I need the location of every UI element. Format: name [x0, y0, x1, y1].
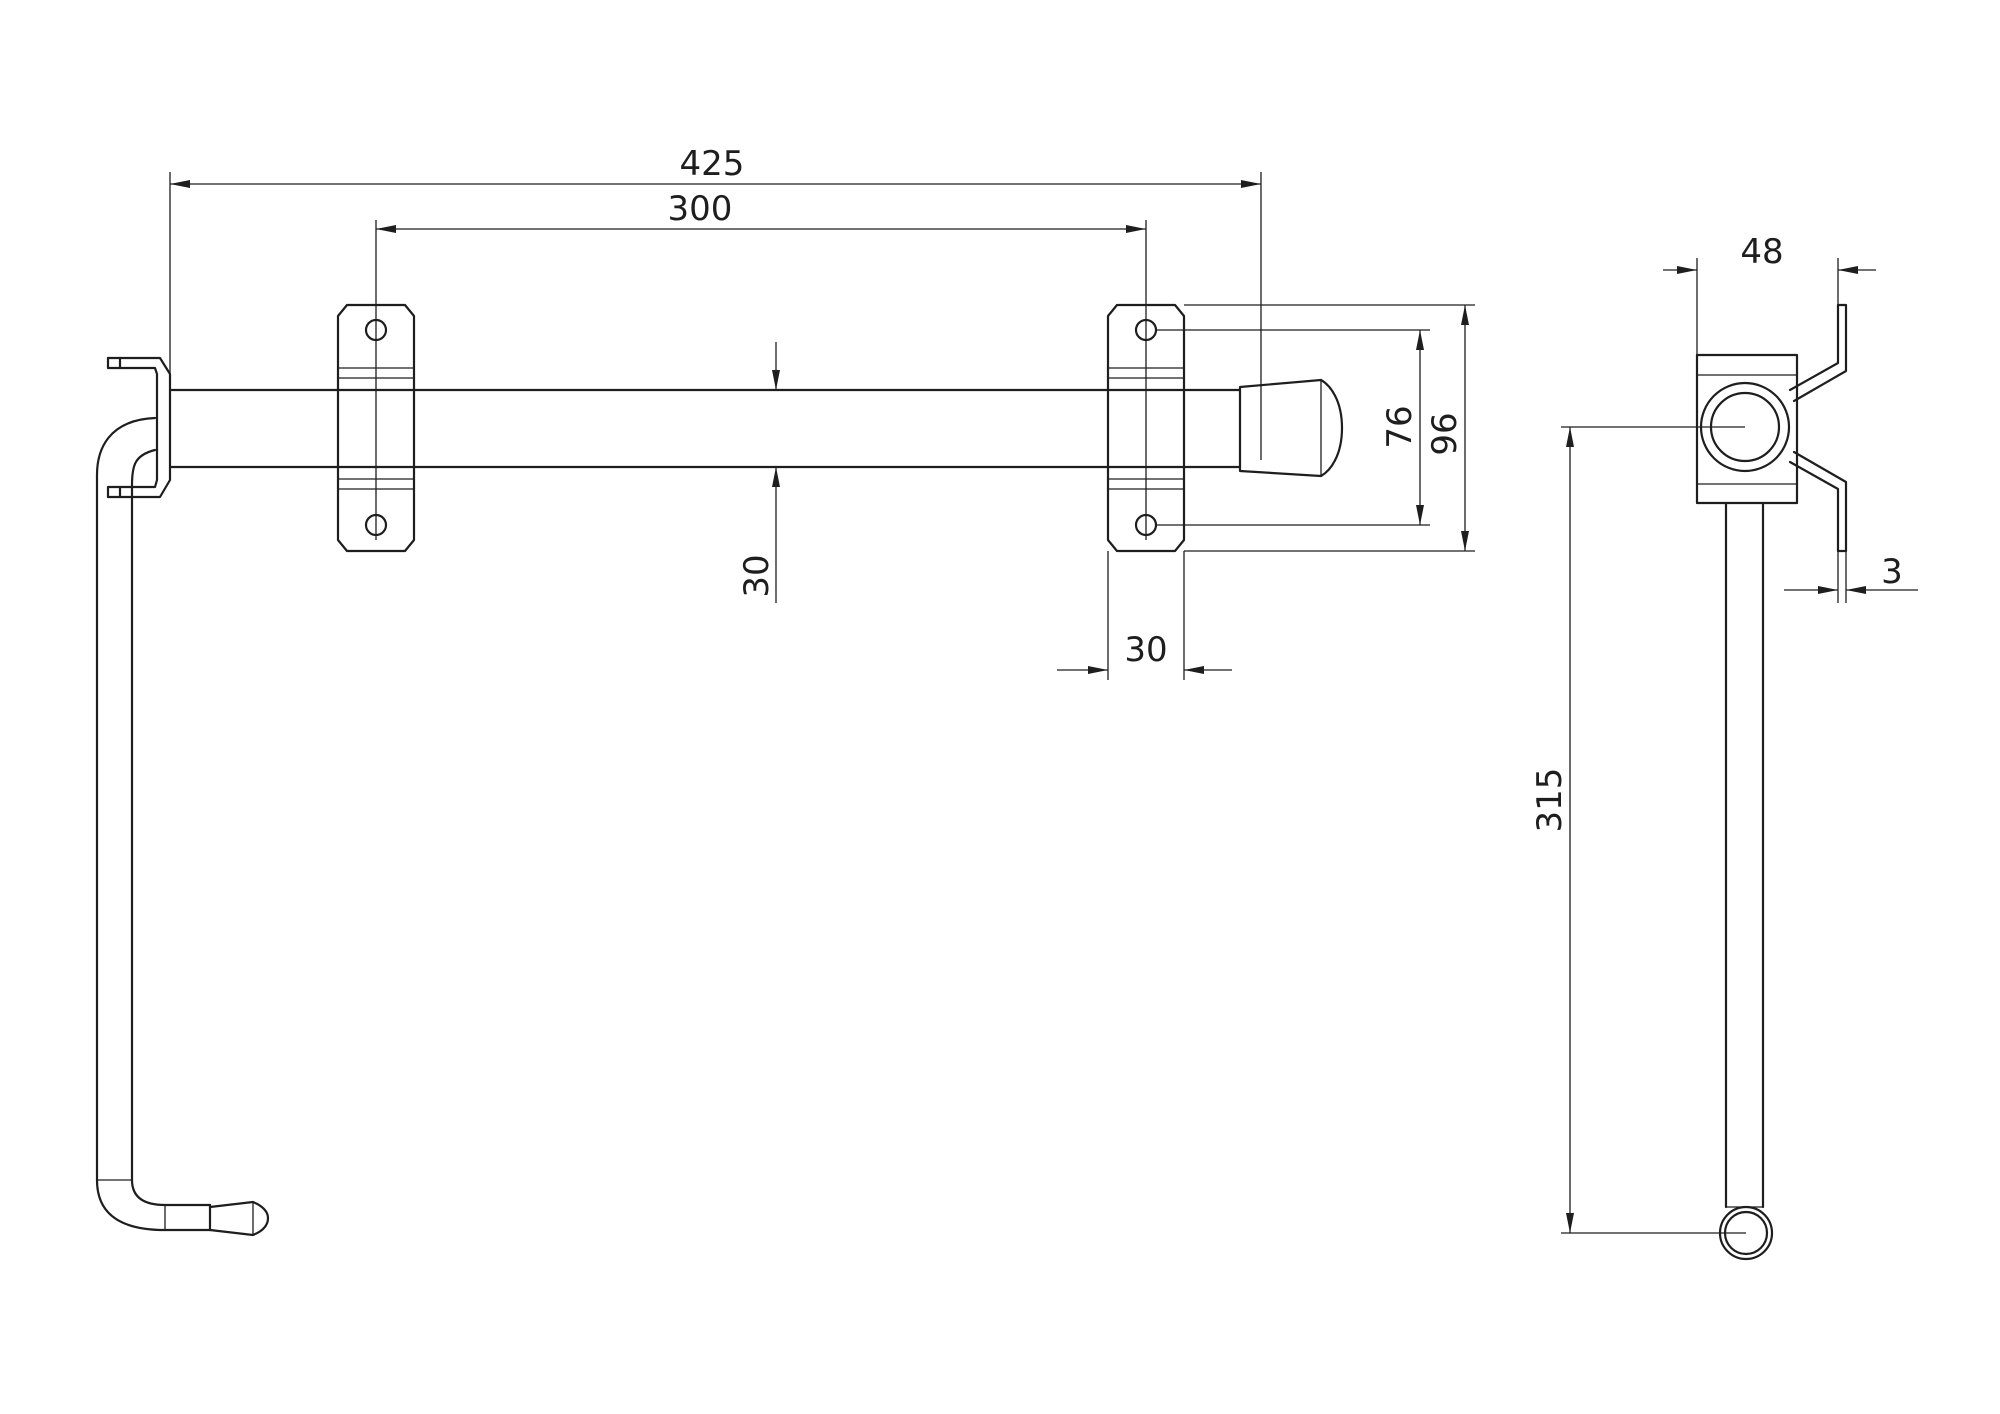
dim-side-width: 48	[1740, 232, 1783, 272]
side-bracket	[1695, 353, 1799, 505]
dim-bar-diameter: 30	[737, 554, 777, 597]
dimension-lines-side	[1566, 266, 1918, 1233]
dim-hole-spacing: 300	[668, 189, 733, 229]
dim-plate-width: 30	[1124, 630, 1167, 670]
dim-plate-thickness: 3	[1881, 552, 1903, 592]
main-bar	[168, 388, 1242, 469]
extension-lines-side	[1561, 258, 1847, 1234]
side-view: 48 3 315	[1530, 232, 1918, 1261]
end-bracket	[106, 356, 172, 499]
handle-knob	[208, 1200, 270, 1237]
dim-plate-height: 96	[1425, 412, 1465, 455]
bent-handle	[95, 416, 212, 1232]
dim-overall-length: 425	[680, 144, 745, 184]
dim-hole-vertical-spacing: 76	[1380, 405, 1420, 448]
side-handle	[1718, 501, 1774, 1261]
extension-lines	[169, 172, 1475, 680]
dim-handle-drop: 315	[1530, 768, 1570, 833]
side-plate	[1788, 303, 1848, 553]
front-view: 425 300 76 96 30 30	[95, 144, 1475, 1237]
dimension-lines-front	[170, 180, 1469, 674]
main-knob	[1238, 378, 1344, 478]
